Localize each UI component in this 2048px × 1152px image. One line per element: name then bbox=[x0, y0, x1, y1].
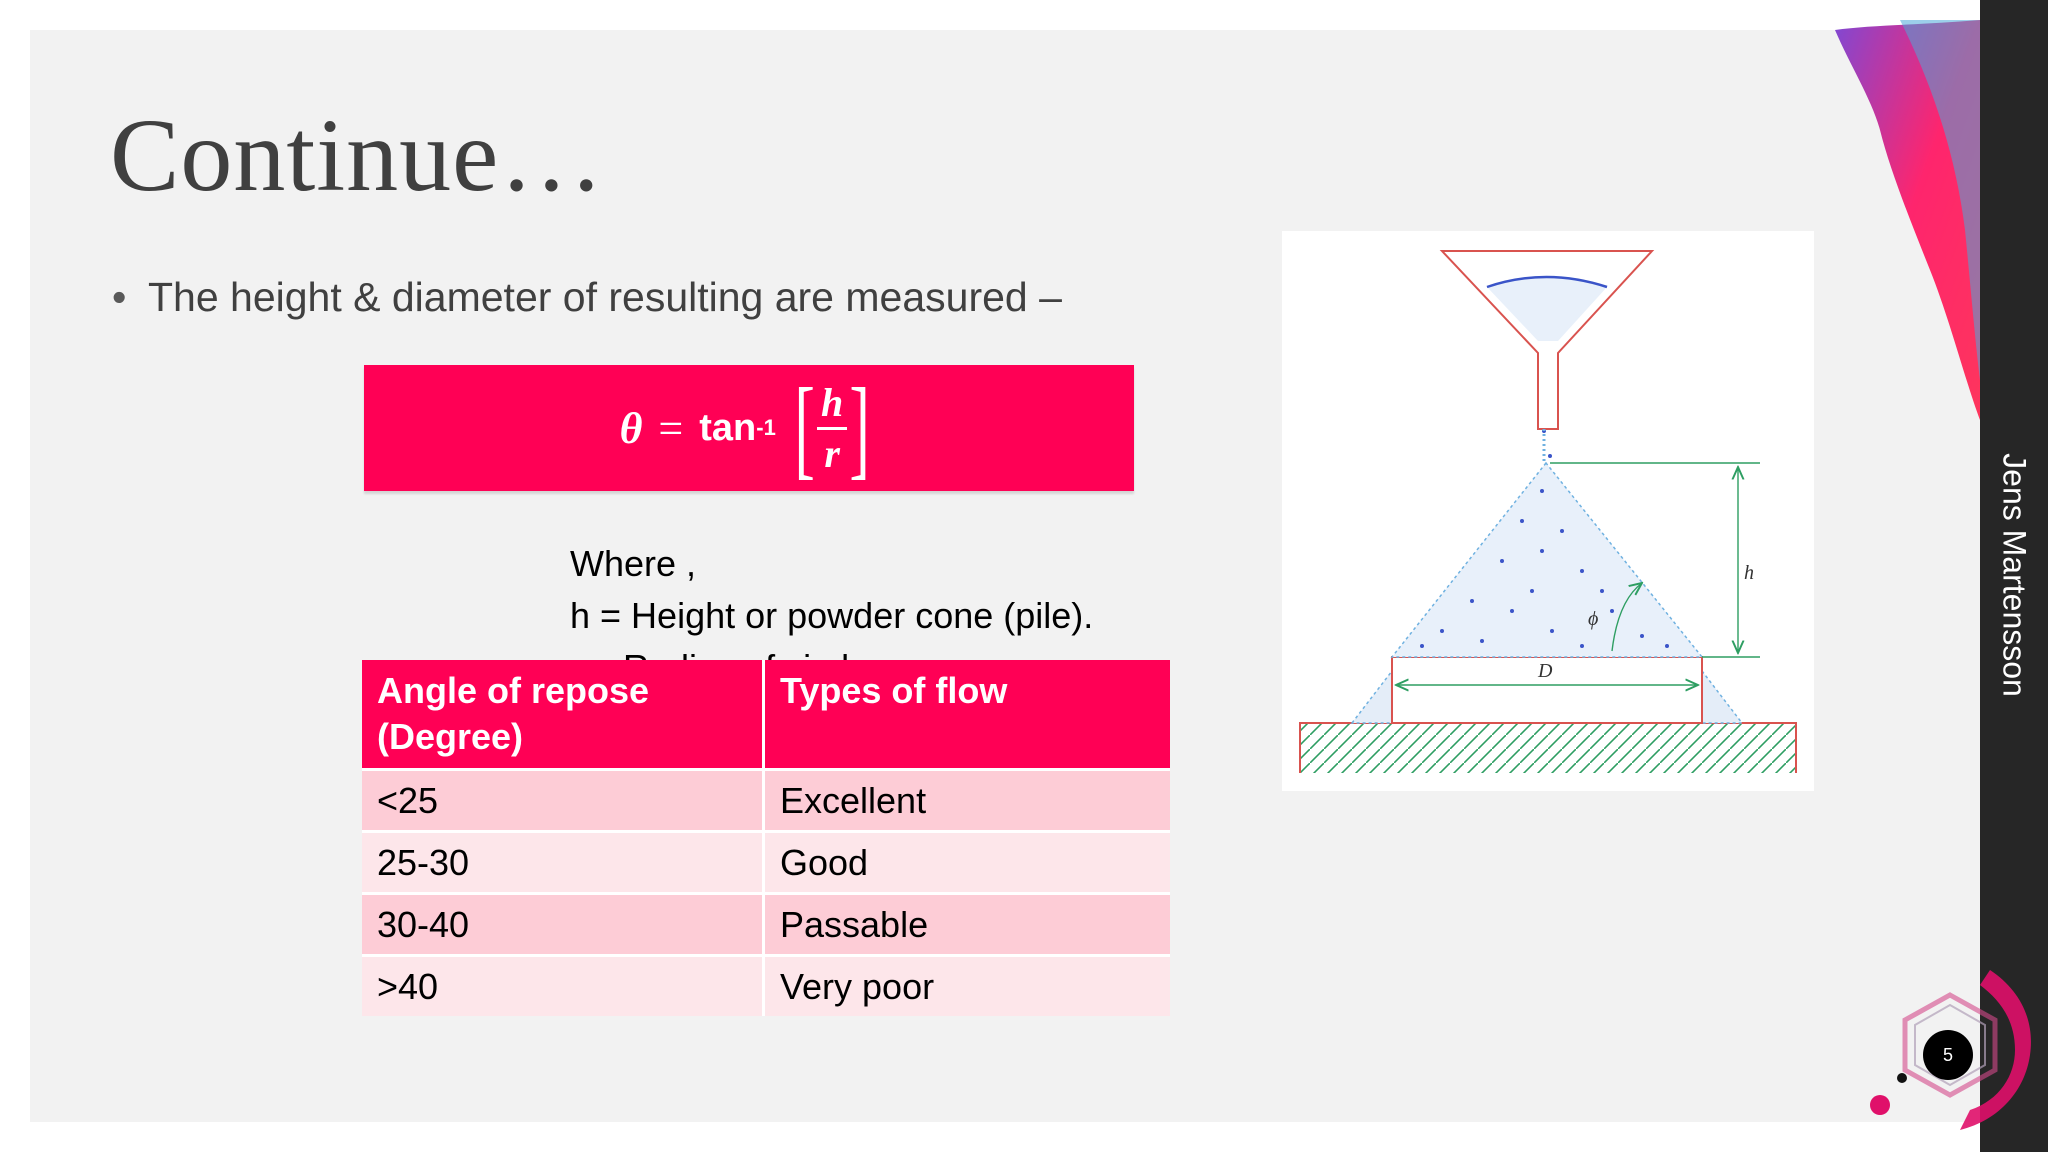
formula-numerator: h bbox=[820, 379, 844, 425]
table-cell: Very poor bbox=[762, 954, 1170, 1016]
powder-cone bbox=[1390, 461, 1704, 658]
table-header-cell: Types of flow bbox=[762, 660, 1170, 770]
fraction-bar bbox=[817, 426, 848, 430]
formula-bracket-group: [ h r ] bbox=[786, 372, 879, 484]
height-label: h bbox=[1744, 562, 1754, 584]
table-cell: Passable bbox=[762, 892, 1170, 956]
flow-table: Angle of repose (Degree) Types of flow <… bbox=[362, 660, 1170, 1016]
powder-spill-right bbox=[1701, 668, 1744, 724]
formula-exponent: -1 bbox=[756, 415, 776, 440]
right-bracket-icon: ] bbox=[849, 366, 871, 490]
table-header-cell: Angle of repose (Degree) bbox=[362, 660, 764, 770]
table-cell: 30-40 bbox=[362, 892, 764, 956]
table-cell: Excellent bbox=[762, 768, 1170, 832]
powder-surface bbox=[1486, 275, 1608, 289]
table-row: >40 Very poor bbox=[362, 954, 1170, 1016]
formula-fraction: h r bbox=[817, 379, 848, 476]
page-number-badge: 5 bbox=[1923, 1030, 1973, 1080]
table-row: 25-30 Good bbox=[362, 830, 1170, 894]
where-line: h = Height or powder cone (pile). bbox=[570, 595, 1094, 636]
author-name: Jens Martensson bbox=[1996, 453, 2033, 697]
table-row: <25 Excellent bbox=[362, 768, 1170, 832]
formula-box: θ = tan -1 [ h r ] bbox=[364, 365, 1134, 491]
formula-equals: = bbox=[658, 403, 684, 453]
diameter-label: D bbox=[1537, 660, 1553, 682]
bullet-text: The height & diameter of resulting are m… bbox=[148, 274, 1062, 320]
table-cell: >40 bbox=[362, 954, 764, 1016]
formula-function: tan bbox=[699, 406, 757, 449]
slide-canvas: Continue… • The height & diameter of resu… bbox=[30, 30, 1980, 1122]
angle-of-repose-diagram: h ϕ D bbox=[1282, 231, 1814, 791]
ground-hatch bbox=[1300, 723, 1796, 773]
angle-label: ϕ bbox=[1588, 608, 1598, 630]
formula-denominator: r bbox=[824, 430, 840, 476]
table-cell: Good bbox=[762, 830, 1170, 894]
table-cell: <25 bbox=[362, 768, 764, 832]
table-row: 30-40 Passable bbox=[362, 892, 1170, 956]
powder-spill-left bbox=[1350, 668, 1393, 724]
slide-title: Continue… bbox=[110, 98, 605, 213]
left-bracket-icon: [ bbox=[794, 366, 815, 490]
table-header-row: Angle of repose (Degree) Types of flow bbox=[362, 660, 1170, 770]
table-cell: 25-30 bbox=[362, 830, 764, 894]
angle-arc bbox=[1611, 583, 1642, 652]
where-line: Where , bbox=[570, 543, 697, 584]
formula-theta: θ bbox=[619, 403, 643, 453]
decorative-hexagon-bottom bbox=[1870, 970, 2031, 1130]
bullet-dot-icon: • bbox=[112, 274, 127, 320]
sidebar-bar bbox=[1980, 0, 2048, 1152]
bullet-item: • The height & diameter of resulting are … bbox=[112, 274, 1062, 321]
funnel-powder bbox=[1487, 277, 1607, 341]
decorative-swoosh-top bbox=[1835, 20, 1980, 420]
funnel-cone-illustration: h ϕ D bbox=[1299, 250, 1797, 773]
